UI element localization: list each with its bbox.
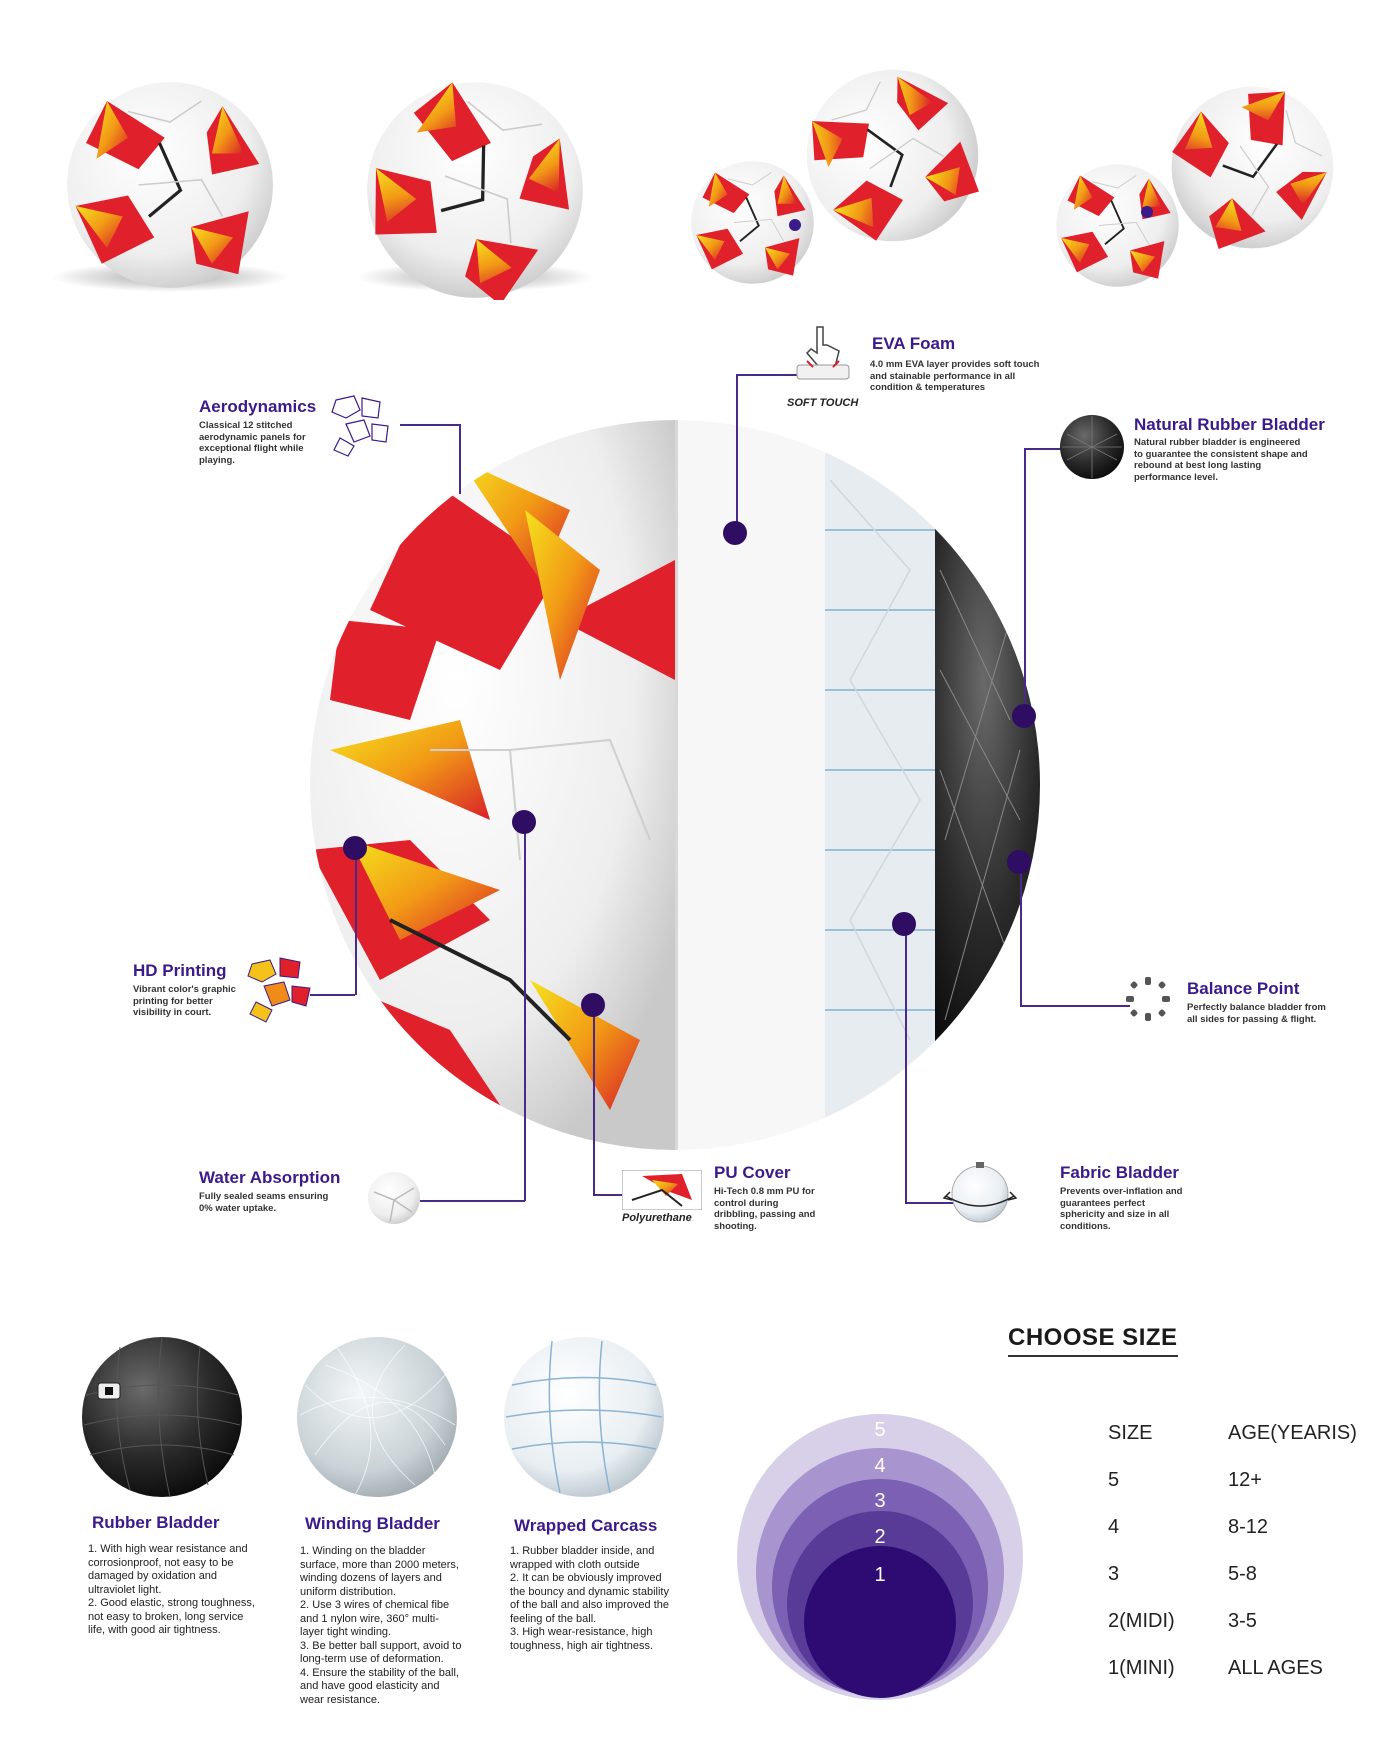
layer-carcass-title: Wrapped Carcass: [514, 1516, 658, 1535]
hd-printing-title: HD Printing: [133, 961, 227, 980]
eva-pointer-dot: [723, 521, 747, 545]
rubber-bladder-image: [82, 1336, 242, 1498]
pu-desc: Hi-Tech 0.8 mm PU for control during dri…: [714, 1186, 816, 1232]
detail-pointer-dot: [1141, 206, 1153, 218]
rubber-bladder-icon: [1060, 415, 1124, 479]
ball-image-front: [65, 80, 275, 290]
ball-image-detail-small: [1055, 163, 1180, 288]
eva-title: EVA Foam: [872, 334, 956, 353]
circle-label-1: 1: [874, 1564, 886, 1586]
top-ball-row: [0, 0, 1400, 310]
fabric-connector-v: [905, 925, 907, 1203]
balance-pointer-dot: [1007, 850, 1031, 874]
circle-label-5: 5: [874, 1419, 886, 1441]
natural-rubber-connector-v: [1024, 448, 1026, 718]
ball-image-closeup-large: [805, 68, 980, 243]
wrapped-carcass-image: [504, 1337, 664, 1497]
fabric-connector: [905, 1202, 960, 1204]
size-circles: [737, 1414, 1023, 1700]
balance-title: Balance Point: [1187, 979, 1300, 998]
size-cell: 2(MIDI): [1108, 1610, 1175, 1632]
ball-image-side: [365, 80, 585, 300]
pu-title: PU Cover: [714, 1163, 791, 1182]
age-cell: 3-5: [1228, 1610, 1257, 1632]
age-cell: ALL AGES: [1228, 1657, 1323, 1679]
balance-connector: [1020, 1005, 1130, 1007]
pu-connector-v: [593, 1005, 595, 1195]
choose-size-underline: [1008, 1355, 1178, 1357]
fabric-bladder-icon: [942, 1162, 1018, 1223]
fabric-title: Fabric Bladder: [1060, 1163, 1180, 1182]
closeup-pointer-dot: [789, 219, 801, 231]
water-connector-v: [524, 822, 526, 1201]
age-cell: 5-8: [1228, 1563, 1257, 1585]
eva-desc: 4.0 mm EVA layer provides soft touch and…: [870, 359, 1040, 393]
fabric-pointer-dot: [892, 912, 916, 936]
size-cell: 5: [1108, 1469, 1120, 1491]
circle-label-4: 4: [874, 1455, 886, 1477]
layer-winding-title: Winding Bladder: [305, 1514, 440, 1533]
aerodynamics-connector: [400, 424, 460, 426]
aerodynamics-pointer-dot: [512, 810, 536, 834]
size-cell: 3: [1108, 1563, 1120, 1585]
aerodynamics-desc: Classical 12 stitched aerodynamic panels…: [199, 420, 306, 466]
size-header: SIZE: [1108, 1422, 1153, 1444]
layer-rubber-title: Rubber Bladder: [92, 1513, 220, 1532]
natural-rubber-connector: [1024, 448, 1064, 450]
natural-rubber-desc: Natural rubber bladder is engineered to …: [1134, 437, 1308, 483]
natural-rubber-pointer-dot: [1012, 704, 1036, 728]
panels-icon: [331, 395, 389, 457]
hd-printing-connector-v: [355, 848, 357, 995]
pu-pointer-dot: [581, 993, 605, 1017]
choose-size-title: CHOOSE SIZE: [1008, 1324, 1178, 1351]
eva-connector: [736, 374, 806, 376]
natural-rubber-title: Natural Rubber Bladder: [1134, 415, 1325, 434]
water-title: Water Absorption: [199, 1168, 341, 1187]
ball-cross-section: [310, 420, 1040, 1150]
print-panels-icon: [247, 957, 311, 1023]
aerodynamics-connector-v: [459, 424, 461, 494]
sealed-ball-icon: [368, 1172, 420, 1224]
soft-touch-label: SOFT TOUCH: [787, 397, 859, 409]
age-cell: 12+: [1228, 1469, 1262, 1491]
winding-bladder-image: [297, 1337, 457, 1497]
pu-swatch-label: Polyurethane: [622, 1212, 692, 1224]
fabric-desc: Prevents over-inflation and guarantees p…: [1060, 1186, 1183, 1232]
water-connector: [420, 1200, 525, 1202]
circle-label-2: 2: [874, 1526, 886, 1548]
size-cell: 4: [1108, 1516, 1120, 1538]
age-header: AGE(YEARIS): [1228, 1422, 1357, 1444]
water-desc: Fully sealed seams ensuring 0% water upt…: [199, 1191, 329, 1214]
balance-desc: Perfectly balance bladder from all sides…: [1187, 1002, 1326, 1025]
age-column: AGE(YEARIS) 12+ 8-12 5-8 3-5 ALL AGES: [1228, 1410, 1388, 1692]
hd-printing-connector: [310, 994, 355, 996]
hd-printing-pointer-dot: [343, 836, 367, 860]
pu-swatch-icon: [622, 1170, 702, 1210]
layer-winding-desc: 1. Winding on the bladder surface, more …: [300, 1545, 462, 1706]
eva-connector-v: [736, 374, 738, 532]
hd-printing-desc: Vibrant color's graphic printing for bet…: [133, 984, 236, 1018]
age-cell: 8-12: [1228, 1516, 1269, 1538]
aerodynamics-title: Aerodynamics: [199, 397, 317, 416]
layer-carcass-desc: 1. Rubber bladder inside, and wrapped wi…: [510, 1545, 669, 1652]
circle-label-3: 3: [874, 1490, 886, 1512]
pu-connector: [593, 1194, 628, 1196]
balance-icon: [1126, 977, 1170, 1021]
size-cell: 1(MINI): [1108, 1657, 1175, 1679]
ball-image-detail-large: [1170, 85, 1335, 250]
balance-connector-v: [1020, 862, 1022, 1006]
layer-rubber-desc: 1. With high wear resistance and corrosi…: [88, 1543, 255, 1636]
soft-touch-icon: [796, 326, 850, 380]
size-column: SIZE 5 4 3 2(MIDI) 1(MINI): [1108, 1410, 1228, 1692]
